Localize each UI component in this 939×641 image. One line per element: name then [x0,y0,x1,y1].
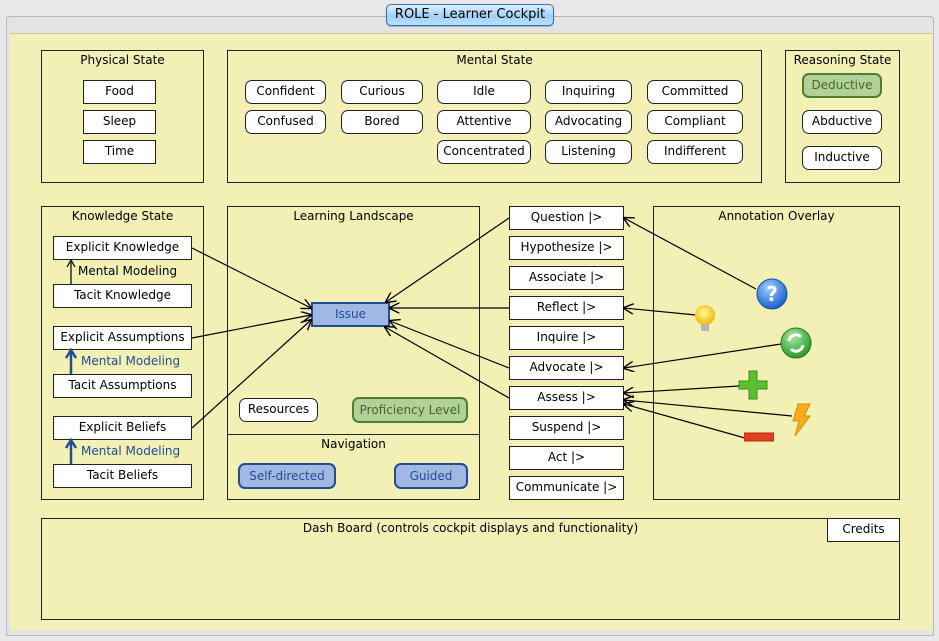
action-communicate[interactable]: Communicate |> [509,476,624,500]
explicit-beliefs[interactable]: Explicit Beliefs [53,416,192,440]
panel-title: Reasoning State [793,53,892,67]
resources-button[interactable]: Resources [239,398,318,422]
panel-title: Knowledge State [71,209,174,223]
mental-idle[interactable]: Idle [437,80,531,104]
navigation-panel: Navigation [227,434,480,500]
panel-title: Learning Landscape [293,209,414,223]
reasoning-abductive[interactable]: Abductive [802,110,882,134]
explicit-knowledge[interactable]: Explicit Knowledge [53,236,192,260]
reasoning-state-panel: Reasoning State [785,50,900,183]
physical-sleep[interactable]: Sleep [83,110,156,134]
mental-advocating[interactable]: Advocating [545,110,632,134]
action-reflect[interactable]: Reflect |> [509,296,624,320]
mental-modeling-label: Mental Modeling [81,354,181,368]
physical-food[interactable]: Food [83,80,156,104]
tacit-assumptions[interactable]: Tacit Assumptions [53,374,192,398]
mental-curious[interactable]: Curious [341,80,423,104]
action-question[interactable]: Question |> [509,206,624,230]
svg-text:?: ? [766,282,778,306]
action-act[interactable]: Act |> [509,446,624,470]
mental-attentive[interactable]: Attentive [437,110,531,134]
question-icon[interactable]: ? [756,278,788,310]
action-inquire[interactable]: Inquire |> [509,326,624,350]
lightning-icon[interactable] [790,403,812,437]
mental-state-panel: Mental State [227,50,762,183]
tacit-knowledge[interactable]: Tacit Knowledge [53,284,192,308]
panel-title: Navigation [321,437,386,451]
plus-icon[interactable] [738,370,768,400]
lightbulb-icon[interactable] [693,303,717,335]
mental-modeling-label: Mental Modeling [81,444,181,458]
mental-concentrated[interactable]: Concentrated [437,140,531,164]
guided-button[interactable]: Guided [394,463,468,489]
mental-indifferent[interactable]: Indifferent [647,140,743,164]
tacit-beliefs[interactable]: Tacit Beliefs [53,464,192,488]
mental-modeling-label: Mental Modeling [78,264,178,278]
reasoning-inductive[interactable]: Inductive [802,146,882,170]
mental-bored[interactable]: Bored [341,110,423,134]
explicit-assumptions[interactable]: Explicit Assumptions [53,326,192,350]
window-title: ROLE - Learner Cockpit [386,4,554,26]
mental-compliant[interactable]: Compliant [647,110,743,134]
action-assess[interactable]: Assess |> [509,386,624,410]
minus-icon[interactable] [744,432,774,442]
self-directed-button[interactable]: Self-directed [238,463,336,489]
action-associate[interactable]: Associate |> [509,266,624,290]
dashboard-title: Dash Board (controls cockpit displays an… [302,521,639,535]
action-suspend[interactable]: Suspend |> [509,416,624,440]
issue-node[interactable]: Issue [311,302,390,327]
proficiency-level-button[interactable]: Proficiency Level [352,397,468,423]
panel-title: Physical State [80,53,165,67]
credits-button[interactable]: Credits [827,518,900,542]
annotation-overlay-panel: Annotation Overlay [653,206,900,500]
panel-title: Mental State [456,53,533,67]
panel-title: Annotation Overlay [718,209,835,223]
mental-listening[interactable]: Listening [545,140,632,164]
action-hypothesize[interactable]: Hypothesize |> [509,236,624,260]
mental-confused[interactable]: Confused [245,110,326,134]
mental-inquiring[interactable]: Inquiring [545,80,632,104]
action-advocate[interactable]: Advocate |> [509,356,624,380]
mental-committed[interactable]: Committed [647,80,743,104]
mental-confident[interactable]: Confident [245,80,326,104]
physical-time[interactable]: Time [83,140,156,164]
refresh-icon[interactable] [780,327,812,359]
reasoning-deductive[interactable]: Deductive [802,73,882,98]
dashboard-panel: Dash Board (controls cockpit displays an… [41,518,900,620]
physical-state-panel: Physical State [41,50,204,183]
